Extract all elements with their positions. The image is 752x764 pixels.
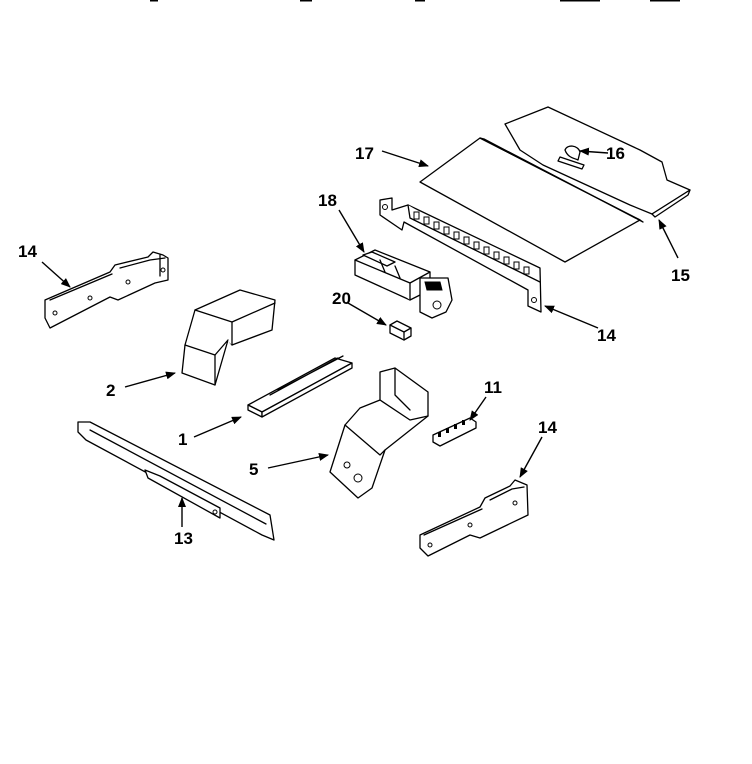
bracket-holes xyxy=(382,204,537,303)
side-bracket-left-icon[interactable] xyxy=(44,251,169,329)
air-duct-icon[interactable] xyxy=(181,289,276,386)
callout-13[interactable]: 13 xyxy=(174,529,193,548)
callout-14-right[interactable]: 14 xyxy=(538,418,557,437)
slide-rail-icon[interactable] xyxy=(77,421,275,541)
callout-15[interactable]: 14 xyxy=(597,326,616,345)
callout-2[interactable]: 2 xyxy=(106,381,115,400)
top-panel-icon[interactable] xyxy=(504,106,691,218)
terminal-block-icon[interactable] xyxy=(432,417,477,447)
leader-lines xyxy=(41,147,679,527)
clip-icon[interactable] xyxy=(557,145,585,170)
callout-5[interactable]: 5 xyxy=(249,460,258,479)
mounting-bracket-icon[interactable] xyxy=(379,197,542,313)
callout-14-left[interactable]: 14 xyxy=(18,242,37,261)
baffle-strip-icon[interactable] xyxy=(247,355,353,418)
insulation-panel-icon[interactable] xyxy=(419,137,644,263)
callout-21[interactable]: 20 xyxy=(332,289,351,308)
switch-icon[interactable] xyxy=(389,320,412,341)
callout-20[interactable]: 18 xyxy=(318,191,337,210)
latch-assembly-icon[interactable] xyxy=(354,249,453,319)
callout-18[interactable]: 17 xyxy=(355,144,374,163)
side-bracket-right-icon[interactable] xyxy=(419,479,529,557)
callout-labels: 17 16 15 14 18 20 14 2 1 5 11 13 14 xyxy=(18,144,690,548)
duct-bracket-icon[interactable] xyxy=(329,367,429,499)
callout-17[interactable]: 16 xyxy=(606,144,625,163)
callout-1[interactable]: 1 xyxy=(178,430,187,449)
callout-11[interactable]: 11 xyxy=(484,378,502,397)
callout-16[interactable]: 15 xyxy=(671,266,690,285)
